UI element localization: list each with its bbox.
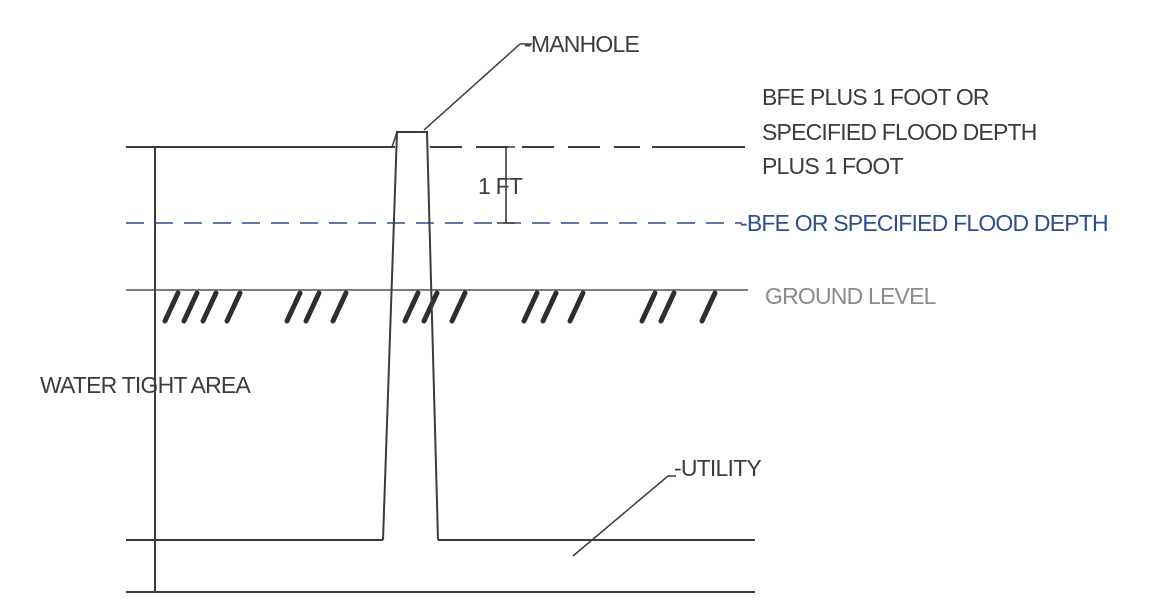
bfe-label: -BFE OR SPECIFIED FLOOD DEPTH (740, 210, 1108, 236)
manhole-leader (423, 43, 532, 131)
bfe-plus-one-label-line2: SPECIFIED FLOOD DEPTH (762, 119, 1037, 145)
water-tight-area-label: WATER TIGHT AREA (40, 372, 251, 398)
bfe-plus-one-label-line3: PLUS 1 FOOT (762, 153, 903, 179)
manhole-shaft (382, 131, 439, 541)
ground-level-label: GROUND LEVEL (765, 283, 937, 309)
manhole-taper-left (391, 131, 398, 148)
manhole-label: -MANHOLE (524, 31, 639, 57)
utility-label: -UTILITY (674, 455, 761, 481)
ground-hatching (162, 290, 718, 324)
utility-leader (572, 475, 676, 557)
bfe-plus-one-label-line1: BFE PLUS 1 FOOT OR (762, 84, 989, 110)
one-ft-label: 1 FT (478, 173, 523, 199)
